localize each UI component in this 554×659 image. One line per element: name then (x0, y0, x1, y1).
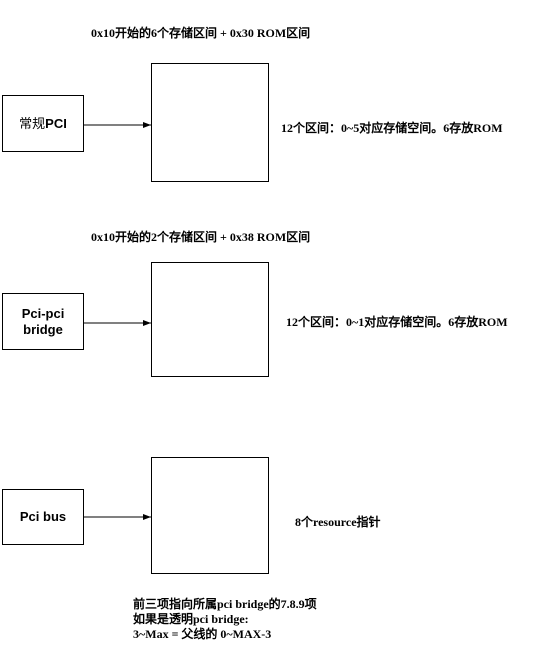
pci-bus-box: Pci bus (2, 489, 84, 545)
pci-bar-description: 12个区间：0~5对应存储空间。6存放ROM (281, 121, 503, 135)
pci-bridge-label-line2: bridge (23, 321, 63, 337)
footer-note-1: 前三项指向所属pci bridge的7.8.9项 (133, 597, 317, 611)
bus-resource-block (151, 457, 269, 574)
footer-notes: 前三项指向所属pci bridge的7.8.9项 如果是透明pci bridge… (133, 597, 317, 642)
pci-config-header: 0x10开始的6个存储区间 + 0x30 ROM区间 (91, 26, 311, 40)
pci-device-prefix: 常规 (19, 115, 46, 131)
pci-device-label: PCI (45, 115, 67, 131)
pci-bar-block (151, 63, 269, 182)
bridge-bar-block (151, 262, 269, 377)
bus-resource-description: 8个resource指针 (295, 515, 381, 529)
bridge-config-header: 0x10开始的2个存储区间 + 0x38 ROM区间 (91, 230, 311, 244)
pci-bridge-label-line1: Pci-pci (21, 305, 65, 321)
footer-note-3: 3~Max = 父线的 0~MAX-3 (133, 627, 272, 641)
footer-note-2: 如果是透明pci bridge: (133, 612, 249, 626)
bridge-bar-description: 12个区间：0~1对应存储空间。6存放ROM (286, 315, 508, 329)
pci-bridge-box: Pci-pci bridge (2, 293, 84, 350)
pci-bus-label: Pci bus (19, 509, 67, 524)
